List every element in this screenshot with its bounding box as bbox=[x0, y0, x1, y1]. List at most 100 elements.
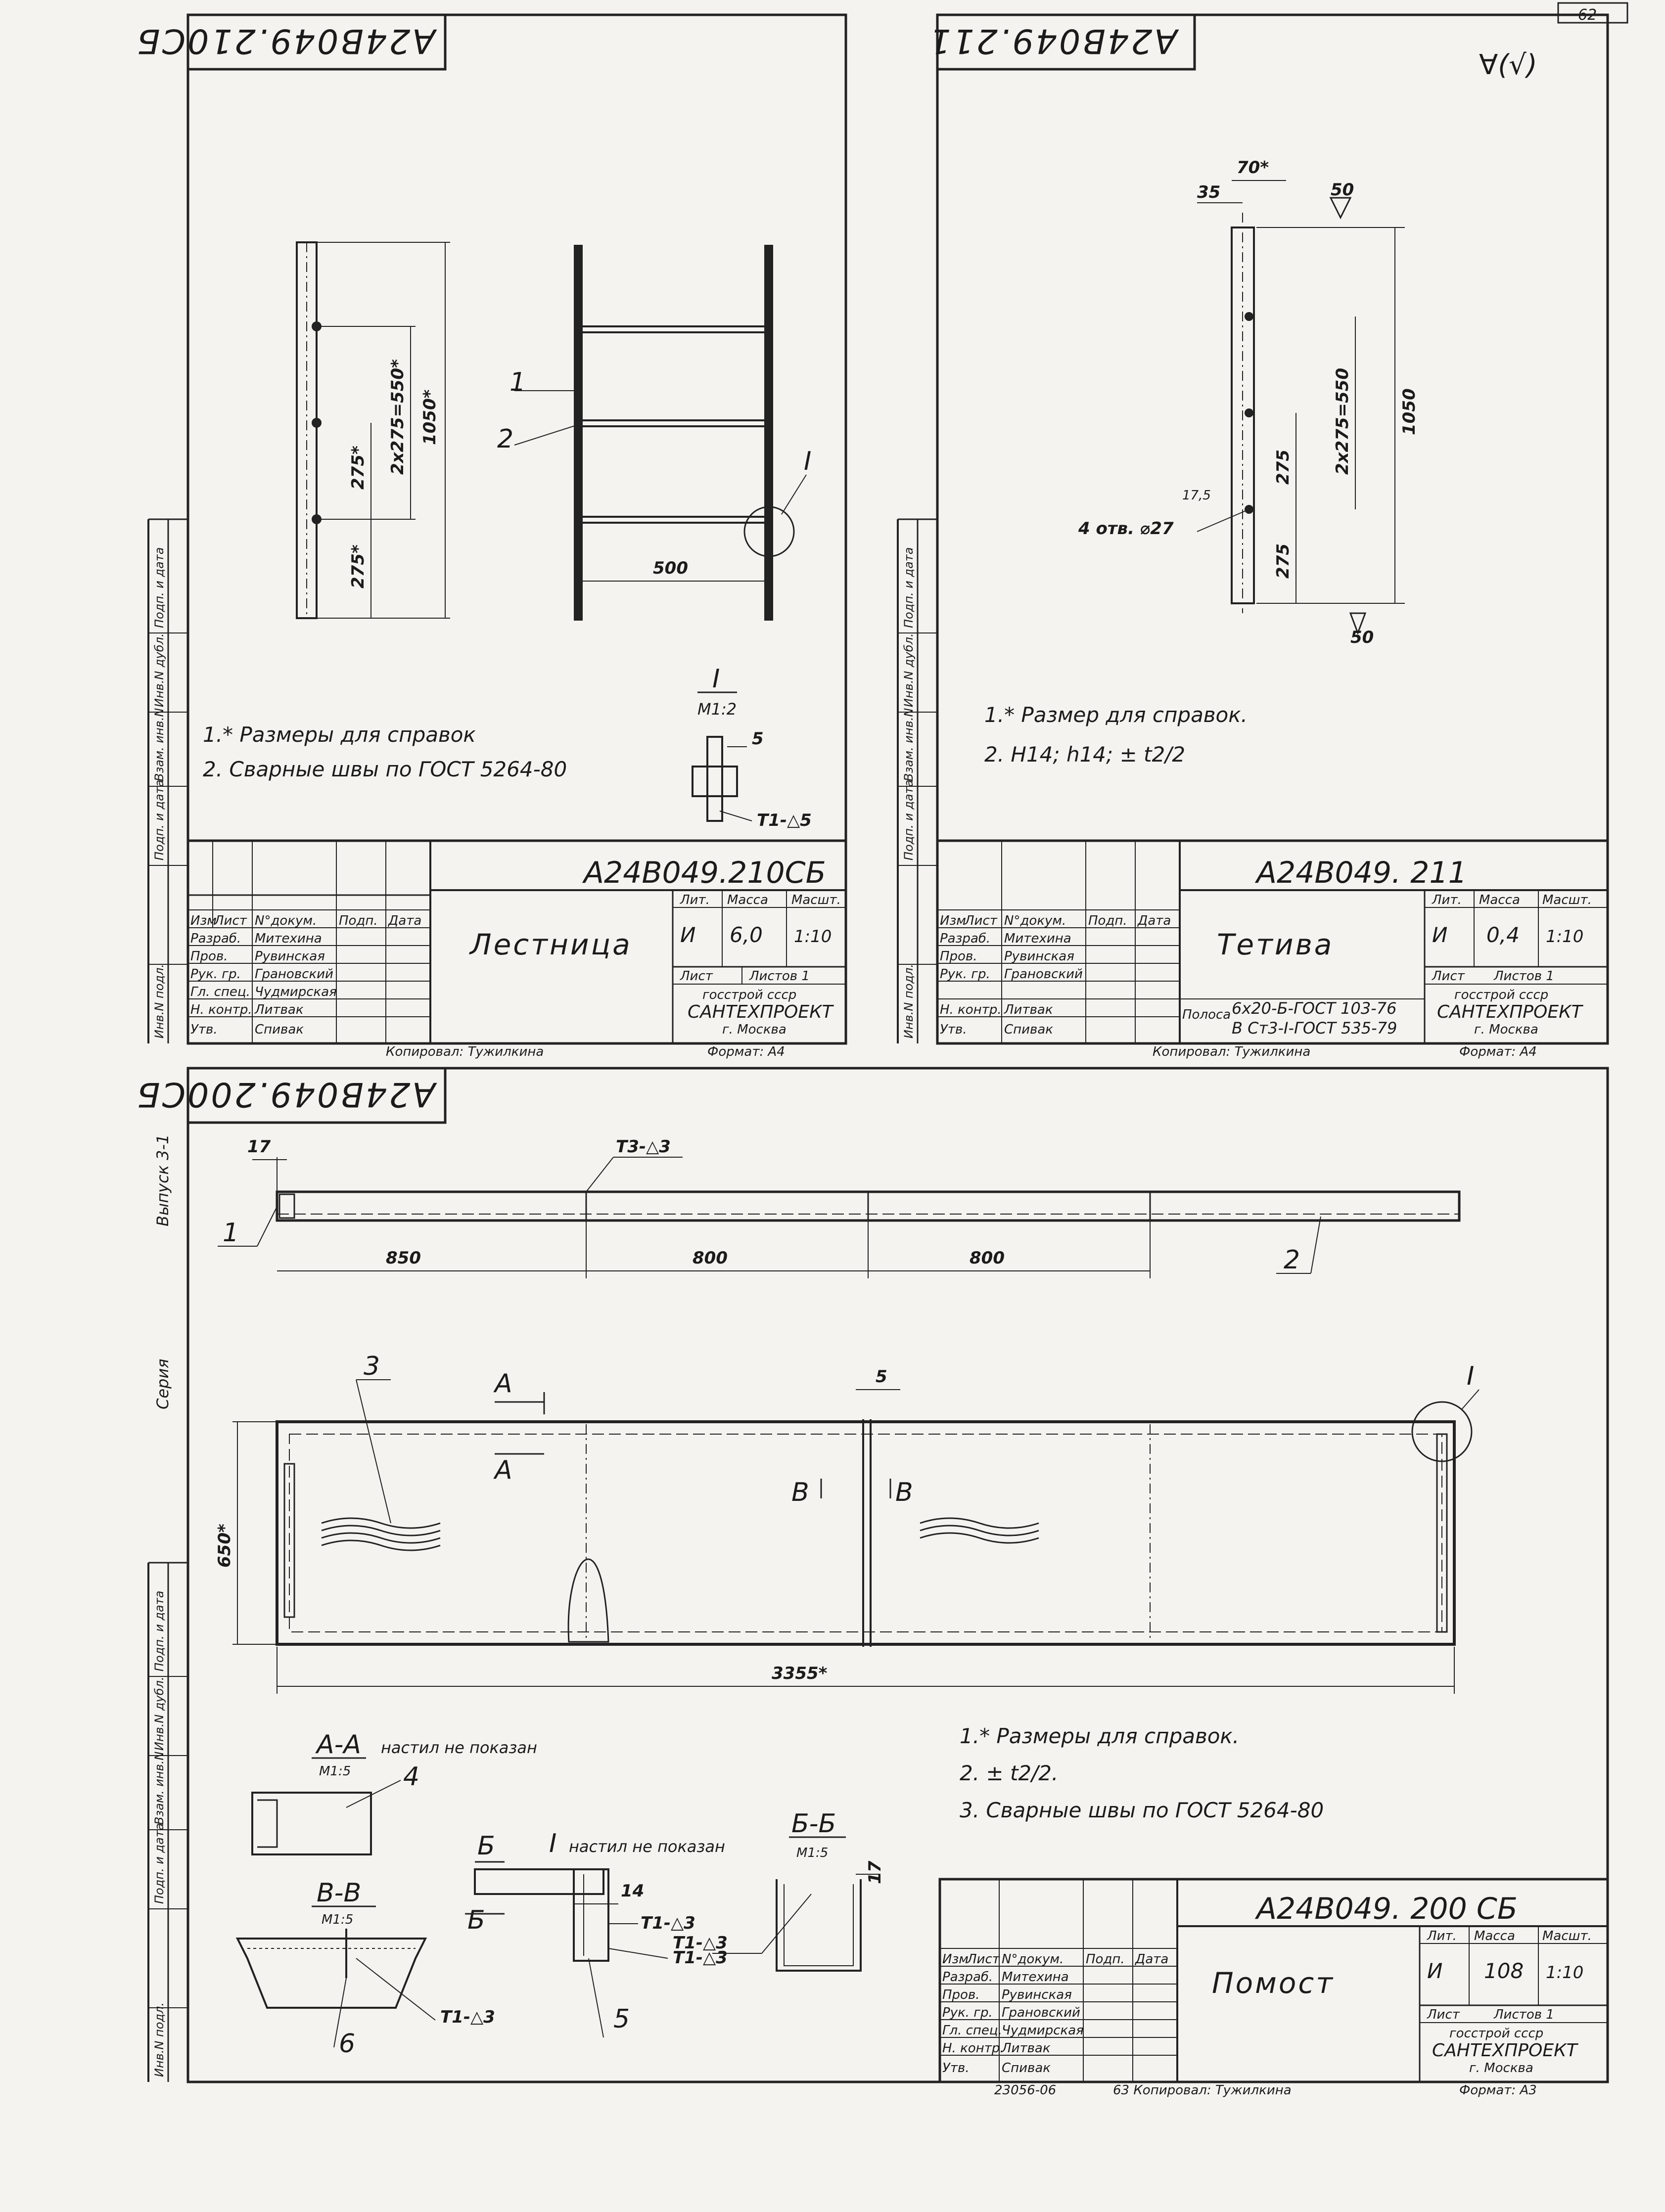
platform-weld-bb: Т1-△3 bbox=[673, 1933, 728, 1953]
platform-detail-note: настил не показан bbox=[569, 1837, 725, 1856]
pl-hdr-sheets: Листов 1 bbox=[1493, 2007, 1554, 2022]
stringer-copied: Копировал: Тужилкина bbox=[1153, 1044, 1310, 1059]
pl-name-1: Рувинская bbox=[1002, 1987, 1072, 2002]
ladder-hdr-izm: Изм bbox=[190, 913, 217, 928]
ladder-pos-2: 2 bbox=[497, 424, 513, 454]
pl-name-3: Чудмирская bbox=[1002, 2023, 1084, 2038]
st-hdr-izm: Изм bbox=[940, 913, 966, 928]
st-side-sign-date-2: Подп. и дата bbox=[902, 780, 916, 861]
platform-code: А24В049. 200 СБ bbox=[1254, 1892, 1518, 1926]
st-hdr-mass: Масса bbox=[1479, 893, 1520, 907]
ladder-role-2: Рук. гр. bbox=[190, 967, 241, 982]
st-hdr-doc: N°докум. bbox=[1004, 913, 1066, 928]
pl-name-2: Грановский bbox=[1002, 2005, 1080, 2020]
st-name-5: Спивак bbox=[1004, 1022, 1053, 1037]
st-org3: г. Москва bbox=[1474, 1022, 1538, 1037]
pl-role-1: Пров. bbox=[942, 1987, 980, 2002]
platform-pos-6: 6 bbox=[339, 2029, 355, 2059]
pl-hdr-list: Лист bbox=[967, 1952, 1000, 1967]
platform-pos-1: 1 bbox=[223, 1218, 239, 1248]
platform-pos-3: 3 bbox=[364, 1352, 380, 1381]
platform-inv: 23056-06 bbox=[994, 2083, 1056, 2098]
ladder-name-0: Митехина bbox=[255, 931, 322, 946]
platform-mass: 108 bbox=[1484, 1959, 1524, 1983]
side-label-sign-date: Подп. и дата bbox=[152, 547, 166, 629]
tread-pattern-icon bbox=[321, 1517, 1039, 1551]
stringer-rough-1: 50 bbox=[1331, 180, 1354, 200]
pl-hdr-scale: Масшт. bbox=[1542, 1929, 1592, 1943]
ladder-hdr-sign: Подп. bbox=[339, 913, 378, 928]
stringer-holes: 4 отв. ⌀27 bbox=[1078, 519, 1174, 539]
stringer-lit: И bbox=[1432, 923, 1447, 947]
sheet-stringer: Подп. и дата Инв.N дубл. Взам. инв.N Под… bbox=[897, 13, 1609, 1059]
ladder-detail-title: I bbox=[712, 664, 720, 694]
platform-dim-w14: 14 bbox=[621, 1881, 644, 1901]
ladder-detail-weld-size: 5 bbox=[752, 729, 764, 749]
stringer-dim-step2: 275 bbox=[1273, 543, 1293, 579]
platform-section-vv: В-В bbox=[317, 1878, 361, 1908]
stringer-material-3: В Ст3-I-ГОСТ 535-79 bbox=[1232, 1019, 1397, 1038]
ladder-hdr-sheet: Лист bbox=[680, 969, 713, 984]
side-issue-label: Выпуск 3-1 bbox=[153, 1134, 172, 1226]
ladder-dim-step1: 275* bbox=[348, 446, 368, 490]
pl-hdr-date: Дата bbox=[1135, 1952, 1168, 1967]
platform-dim-s1: 850 bbox=[386, 1248, 421, 1268]
stringer-scale: 1:10 bbox=[1546, 927, 1583, 947]
st-role-0: Разраб. bbox=[940, 931, 990, 946]
ladder-hdr-list: Лист bbox=[214, 913, 247, 928]
platform-dim-h17: 17 bbox=[865, 1860, 885, 1884]
ladder-code-rotated: А24В049.210СБ bbox=[135, 21, 437, 60]
ladder-org2: САНТЕХПРОЕКТ bbox=[688, 1002, 834, 1022]
stringer-dim-total: 1050 bbox=[1399, 388, 1419, 435]
side-label-sign-date-2: Подп. и дата bbox=[152, 780, 166, 861]
platform-copied: 63 Копировал: Тужилкина bbox=[1113, 2083, 1292, 2098]
platform-cutA-top: А bbox=[493, 1369, 512, 1399]
ladder-role-4: Н. контр. bbox=[190, 1002, 252, 1017]
st-side-sign-date: Подп. и дата bbox=[902, 547, 916, 629]
platform-weld-detail-2: Т1-△3 bbox=[673, 1948, 728, 1968]
platform-pos-5: 5 bbox=[613, 2004, 630, 2034]
pl-name-5: Спивак bbox=[1002, 2061, 1051, 2076]
ladder-copied: Копировал: Тужилкина bbox=[386, 1044, 544, 1059]
ladder-note-1: 1.* Размеры для справок bbox=[203, 722, 476, 747]
platform-note-1: 1.* Размеры для справок. bbox=[960, 1724, 1239, 1748]
ladder-name-3: Чудмирская bbox=[255, 985, 337, 999]
ladder-detail-scale: М1:2 bbox=[697, 700, 737, 719]
stringer-title-block: А24В049. 211 Тетива Полоса 6х20-Б-ГОСТ 1… bbox=[936, 839, 1609, 1045]
ladder-name-1: Рувинская bbox=[255, 949, 325, 964]
sheet-ladder: Подп. и дата Инв.N дубл. Взам. инв.N Под… bbox=[135, 13, 847, 1059]
ladder-hdr-date: Дата bbox=[388, 913, 421, 928]
ladder-org1: госстрой ссср bbox=[702, 988, 796, 1002]
ladder-role-5: Утв. bbox=[190, 1022, 218, 1037]
platform-weld-top: Т3-△3 bbox=[616, 1137, 671, 1157]
platform-note-3: 3. Сварные швы по ГОСТ 5264-80 bbox=[960, 1798, 1324, 1822]
ladder-mass: 6,0 bbox=[730, 923, 763, 947]
st-org2: САНТЕХПРОЕКТ bbox=[1437, 1002, 1584, 1022]
ladder-dim-width: 500 bbox=[653, 558, 688, 578]
stringer-code-rotated: А24В049.211 bbox=[927, 21, 1179, 60]
pl-side-replace-inv: Взам. инв.N bbox=[152, 1752, 166, 1825]
stringer-material-2: 6х20-Б-ГОСТ 103-76 bbox=[1232, 999, 1396, 1018]
st-side-replace-inv: Взам. инв.N bbox=[902, 708, 916, 781]
side-label-inv-dub: Инв.N дубл. bbox=[152, 633, 166, 707]
stringer-rough-2: 50 bbox=[1350, 628, 1374, 647]
pl-org2: САНТЕХПРОЕКТ bbox=[1432, 2040, 1579, 2061]
platform-dim-end: 17 bbox=[247, 1137, 271, 1157]
ladder-dim-total: 1050* bbox=[420, 389, 440, 445]
pl-side-inv-orig: Инв.N подл. bbox=[152, 2002, 166, 2077]
st-hdr-sign: Подп. bbox=[1088, 913, 1127, 928]
pl-name-4: Литвак bbox=[1001, 2041, 1051, 2056]
platform-cutB-right: В bbox=[895, 1478, 913, 1507]
ladder-format: Формат: А4 bbox=[707, 1044, 785, 1059]
ladder-hdr-lit: Лит. bbox=[680, 893, 710, 907]
st-hdr-lit: Лит. bbox=[1432, 893, 1462, 907]
pl-role-5: Утв. bbox=[942, 2061, 970, 2076]
ladder-hdr-mass: Масса bbox=[727, 893, 768, 907]
platform-lit: И bbox=[1427, 1959, 1442, 1983]
stringer-format: Формат: А4 bbox=[1459, 1044, 1537, 1059]
pl-org1: госстрой ссср bbox=[1449, 2026, 1543, 2041]
stringer-note-2: 2. Н14; h14; ± t2/2 bbox=[984, 742, 1185, 767]
pl-side-sign-date-2: Подп. и дата bbox=[152, 1823, 166, 1904]
ladder-detail-weld: Т1-△5 bbox=[757, 811, 812, 830]
ladder-dim-step2: 275* bbox=[348, 544, 368, 588]
